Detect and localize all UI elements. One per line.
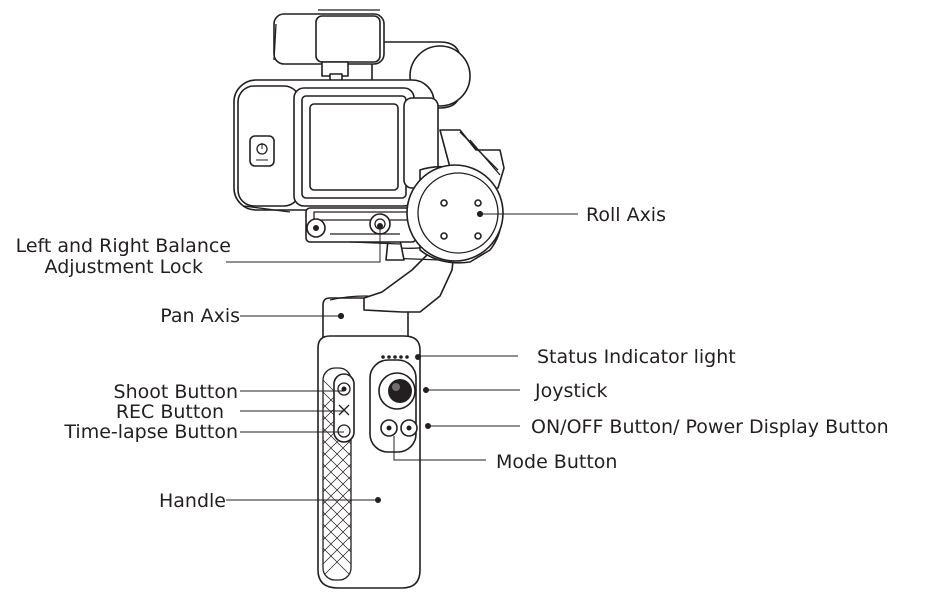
- label-timelapse-button: Time-lapse Button: [63, 421, 238, 443]
- mode-button-leader: [393, 436, 486, 461]
- shoot-button-shape: [337, 382, 351, 396]
- label-roll-axis: Roll Axis: [586, 204, 666, 226]
- label-handle: Handle: [159, 490, 226, 512]
- gimbal-illustration: [233, 9, 505, 589]
- label-balance-lock-line1: Left and Right Balance: [16, 235, 231, 257]
- joystick-knob: [388, 379, 412, 403]
- timelapse-button-shape: [337, 424, 351, 438]
- label-mode-button: Mode Button: [496, 451, 617, 473]
- leader-lines: [226, 211, 578, 503]
- label-pan-axis: Pan Axis: [160, 305, 240, 327]
- action-camera: [233, 79, 439, 213]
- label-on-off-button: ON/OFF Button/ Power Display Button: [531, 416, 889, 438]
- label-status-indicator: Status Indicator light: [537, 346, 736, 368]
- label-joystick: Joystick: [534, 380, 608, 402]
- callout-labels: Roll Axis Left and Right Balance Adjustm…: [16, 204, 889, 512]
- balance-lock-leader: [226, 226, 381, 263]
- control-panel: [369, 355, 418, 453]
- label-balance-lock-line2: Adjustment Lock: [45, 256, 203, 278]
- camera-power-icon: [249, 135, 275, 167]
- roll-axis-motor: [406, 164, 504, 264]
- rec-button-shape: [338, 404, 350, 416]
- balance-lock-mount: [305, 207, 417, 245]
- label-shoot-button: Shoot Button: [114, 381, 238, 403]
- status-indicator-dots: [381, 355, 409, 359]
- label-rec-button: REC Button: [116, 401, 224, 423]
